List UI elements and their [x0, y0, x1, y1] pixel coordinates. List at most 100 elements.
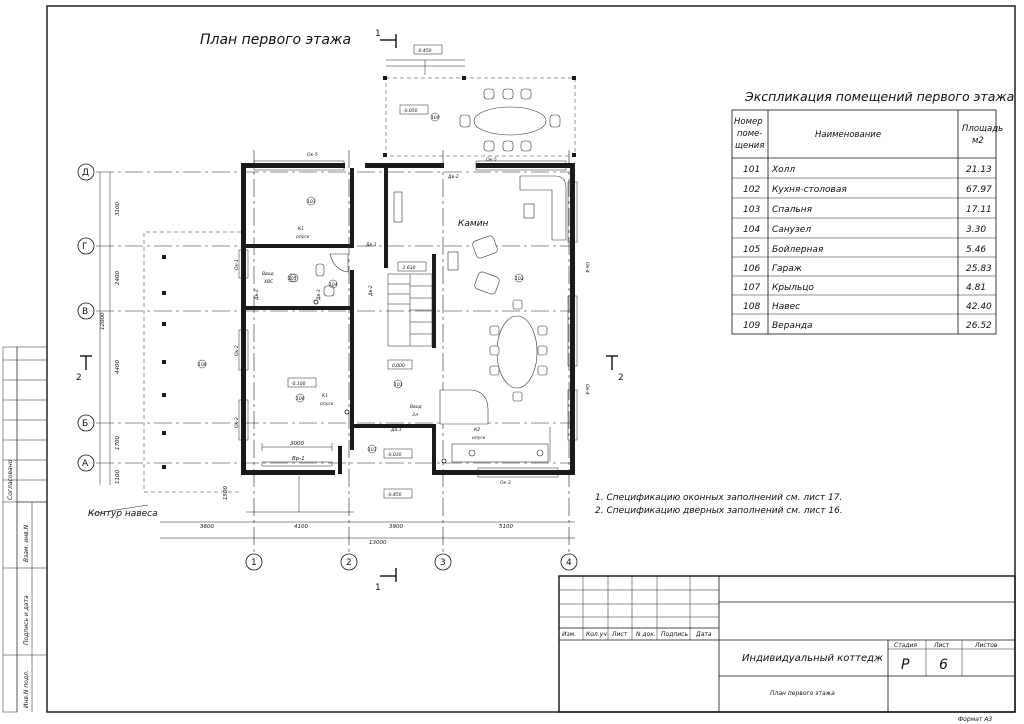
expl-row-name: Санузел — [772, 225, 811, 235]
expl-row-area: 25.83 — [966, 264, 992, 274]
walls — [241, 163, 575, 475]
expl-row-num: 104 — [743, 225, 760, 235]
svg-text:3100: 3100 — [115, 202, 121, 216]
svg-text:3600: 3600 — [200, 524, 214, 530]
dimension-chain-bottom: 3600 4100 3900 5100 13000 — [160, 521, 575, 546]
expl-row-area: 4.81 — [966, 283, 986, 293]
fireplace-label: Камин — [458, 219, 489, 229]
title-block: Изм. Кол.уч Лист N док. Подпись Дата Инд… — [558, 575, 1016, 723]
dim-opening: 3000 — [290, 441, 304, 447]
svg-text:105: 105 — [288, 276, 297, 282]
svg-text:Ок-5: Ок-5 — [307, 152, 318, 158]
svg-text:13000: 13000 — [369, 540, 387, 546]
axis-letter-b: Б — [82, 419, 88, 429]
axis-lines-horizontal — [96, 171, 575, 464]
svg-text:2400: 2400 — [115, 271, 121, 285]
room-number-markers: 103 105 104 106 101 102 107 108 109 — [197, 112, 524, 454]
axis-letter-a: А — [82, 459, 89, 469]
svg-text:опуск: опуск — [472, 436, 486, 441]
axis-bubbles-letters: Д Г В Б А — [77, 163, 95, 472]
svg-text:107: 107 — [368, 447, 377, 453]
expl-row-num: 108 — [743, 302, 760, 312]
veranda: -0.450 -0.050 — [383, 44, 576, 157]
svg-text:Ок-3: Ок-3 — [500, 480, 511, 486]
expl-row-num: 102 — [743, 185, 760, 195]
level-ground: -0.450 — [387, 492, 402, 498]
plan-labels: Ок-5 Ок-5 Ок-3 Ок-4 Ок-4 Ок-1 Ок-2 Ок-2 … — [234, 152, 590, 486]
section-mark-2-right: 2 — [606, 355, 624, 383]
axis-number-3: 3 — [440, 558, 446, 568]
note-1: 1. Спецификацию оконных заполнений см. л… — [595, 493, 842, 503]
svg-text:102: 102 — [515, 276, 524, 282]
svg-text:Дв-2: Дв-2 — [368, 285, 374, 297]
expl-row-area: 26.52 — [966, 321, 992, 331]
axis-number-2: 2 — [346, 558, 352, 568]
stamp-sheets-label: Листов — [974, 642, 998, 649]
level-veranda-top: -0.450 — [417, 48, 432, 54]
svg-text:1100: 1100 — [115, 470, 121, 484]
svg-text:Ок-2: Ок-2 — [234, 345, 240, 356]
svg-text:Ввод: Ввод — [410, 404, 422, 410]
note-2: 2. Спецификацию дверных заполнений см. л… — [595, 506, 843, 516]
stamp-stage-label: Стадия — [894, 642, 917, 649]
axis-letter-g: Г — [82, 242, 88, 252]
svg-text:Эл: Эл — [411, 412, 418, 418]
expl-row-name: Навес — [772, 302, 800, 312]
svg-text:106: 106 — [296, 396, 305, 402]
level-marks: -0.100 0.000 -0.030 -0.450 — [287, 359, 413, 499]
expl-row-name: Веранда — [772, 321, 813, 331]
svg-text:108: 108 — [198, 362, 207, 368]
stamp-col-data: Дата — [695, 631, 712, 638]
svg-text:К1: К1 — [298, 226, 304, 232]
explication-title: Экспликация помещений первого этажа — [744, 89, 1014, 104]
contour-label: Контур навеса — [88, 509, 158, 519]
svg-text:4100: 4100 — [294, 524, 308, 530]
expl-row-area: 42.40 — [966, 302, 992, 312]
svg-text:ХВС: ХВС — [263, 279, 274, 285]
axis-letter-d: Д — [82, 168, 89, 178]
expl-row-num: 107 — [743, 283, 760, 293]
side-inv-zam: Взам. инв.N — [23, 524, 30, 562]
expl-row-num: 109 — [743, 321, 760, 331]
label-vr1: Вр-1 — [292, 456, 305, 462]
expl-row-name: Спальня — [772, 205, 813, 215]
level-stair: -1.630 — [401, 265, 416, 271]
svg-text:2: 2 — [618, 373, 624, 383]
section-mark-2-left: 2 — [76, 355, 92, 383]
stamp-stage: Р — [901, 657, 910, 673]
stamp-sheet-title: План первого этажа — [770, 690, 835, 697]
level-veranda: -0.050 — [403, 108, 418, 114]
expl-row-area: 67.97 — [966, 185, 992, 195]
svg-text:1: 1 — [375, 29, 381, 39]
dimension-chain-left: 3100 2400 4400 1700 1100 12000 — [99, 172, 121, 485]
expl-row-area: 21.13 — [966, 165, 992, 175]
hdr-area-1: Площадь — [962, 124, 1003, 134]
hdr-name: Наименование — [815, 130, 881, 140]
side-stamp: Согласовано Взам. инв.N Подпись и дата И… — [2, 346, 48, 713]
svg-text:опуск: опуск — [296, 235, 310, 240]
level-hall: 0.000 — [392, 363, 405, 369]
axis-number-4: 4 — [566, 558, 572, 568]
svg-text:12000: 12000 — [100, 312, 106, 330]
stamp-sheet-label: Лист — [933, 642, 950, 649]
svg-text:101: 101 — [394, 382, 403, 388]
svg-text:Ввод: Ввод — [262, 271, 274, 277]
axis-lines-vertical — [253, 150, 570, 555]
svg-text:109: 109 — [431, 115, 440, 121]
expl-row-name: Крыльцо — [772, 283, 814, 293]
stamp-col-kol: Кол.уч — [586, 631, 607, 638]
hdr-num-3: щения — [735, 141, 764, 151]
expl-row-num: 101 — [743, 165, 760, 175]
expl-row-name: Кухня-столовая — [772, 185, 847, 195]
side-inv-orig: Инв.N подл. — [23, 670, 30, 708]
expl-row-name: Гараж — [772, 264, 803, 274]
svg-text:Ок-1: Ок-1 — [234, 259, 240, 270]
svg-text:3900: 3900 — [389, 524, 403, 530]
stamp-col-list: Лист — [611, 631, 628, 638]
bathroom-fixtures — [289, 253, 447, 464]
notes: 1. Спецификацию оконных заполнений см. л… — [595, 493, 843, 516]
axis-bubbles-numbers: 1 2 3 4 — [245, 553, 578, 571]
svg-text:Ок-2: Ок-2 — [234, 417, 240, 428]
